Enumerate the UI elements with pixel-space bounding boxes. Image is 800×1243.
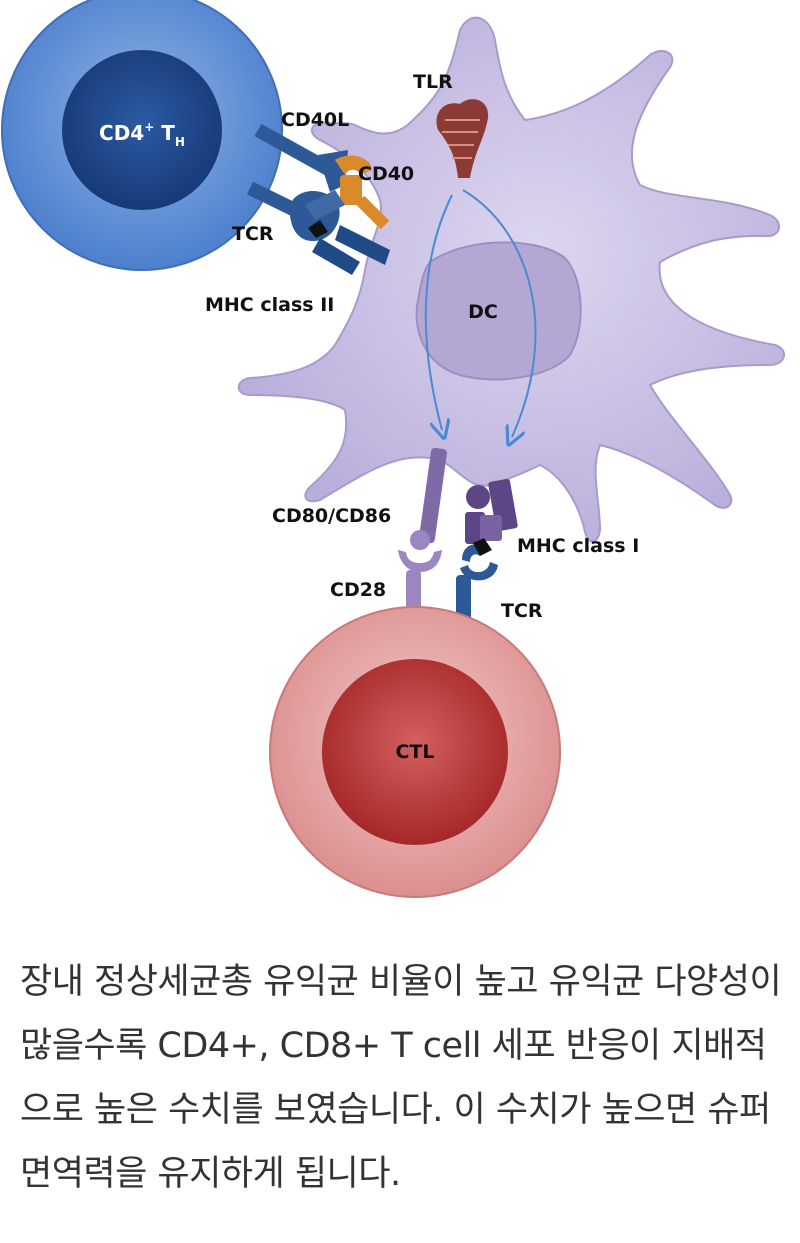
mhc2-label: MHC class II [205, 294, 334, 316]
cd40-label: CD40 [358, 163, 414, 185]
immune-cell-diagram: DC CD4+ TH [1, 0, 785, 898]
caption-paragraph: 장내 정상세균총 유익균 비율이 높고 유익균 다양성이 많을수록 CD4+, … [20, 962, 782, 1194]
cd4-th-nucleus [62, 50, 222, 210]
dc-nucleus [415, 241, 582, 381]
tcr-bottom-label: TCR [501, 600, 543, 622]
cd40-receptor [335, 155, 390, 230]
ctl-label: CTL [395, 741, 434, 763]
cd28-label: CD28 [330, 579, 386, 601]
cd40l-label: CD40L [281, 109, 349, 131]
cd80-label: CD80/CD86 [272, 505, 391, 527]
mhc1-complex [465, 478, 518, 544]
mhc1-label: MHC class I [517, 535, 639, 557]
signal-arrow-right [462, 189, 537, 437]
tcr-top-label: TCR [232, 223, 274, 245]
dc-label: DC [468, 301, 498, 323]
tlr-label: TLR [413, 71, 453, 93]
cd4-th-label: CD4+ TH [99, 120, 185, 149]
cd80-cd86-receptor [410, 447, 447, 550]
tlr-receptor [436, 99, 489, 178]
tcr-mhc2-complex [246, 181, 390, 275]
signal-arrow-left [424, 194, 453, 430]
ctl-nucleus [322, 659, 508, 845]
